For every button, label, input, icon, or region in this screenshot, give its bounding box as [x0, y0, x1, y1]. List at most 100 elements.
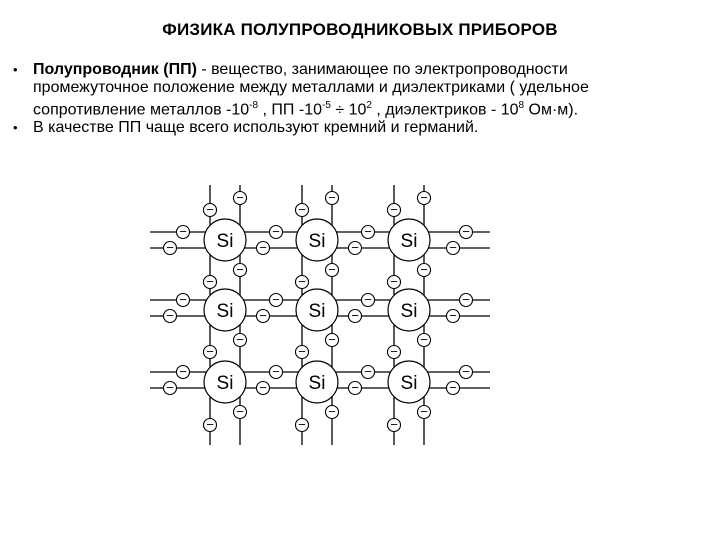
silicon-atom	[387, 288, 431, 332]
definition-line-3e: Ом·м).	[524, 101, 579, 119]
electron-marker	[202, 274, 218, 290]
electron-minus-sign: −	[449, 380, 457, 395]
electron-minus-sign: −	[259, 240, 267, 255]
electron-marker	[255, 380, 271, 396]
electron-marker	[268, 292, 284, 308]
electron-marker	[347, 308, 363, 324]
silicon-atom	[295, 218, 339, 262]
electron-minus-sign: −	[449, 308, 457, 323]
electron-minus-sign: −	[462, 364, 470, 379]
electron-marker	[268, 224, 284, 240]
electron-minus-sign: −	[351, 308, 359, 323]
electron-minus-sign: −	[390, 417, 398, 432]
electron-minus-sign: −	[206, 202, 214, 217]
electron-marker	[347, 240, 363, 256]
electron-marker	[458, 224, 474, 240]
electron-marker	[360, 224, 376, 240]
electron-minus-sign: −	[298, 274, 306, 289]
electron-minus-sign: −	[236, 404, 244, 419]
exponent-pp-high: 2	[366, 100, 372, 111]
electron-minus-sign: −	[236, 332, 244, 347]
silicon-atom-label: Si	[309, 301, 326, 322]
electron-minus-sign: −	[272, 292, 280, 307]
electron-minus-sign: −	[364, 364, 372, 379]
electron-marker	[162, 240, 178, 256]
electron-marker	[324, 262, 340, 278]
exponent-dielectrics: 8	[518, 100, 525, 111]
electron-marker	[232, 190, 248, 206]
electron-minus-sign: −	[420, 262, 428, 277]
electron-minus-sign: −	[328, 190, 336, 205]
slide-title: ФИЗИКА ПОЛУПРОВОДНИКОВЫХ ПРИБОРОВ	[162, 20, 558, 39]
electron-marker	[324, 404, 340, 420]
electron-minus-sign: −	[449, 240, 457, 255]
electron-marker	[255, 240, 271, 256]
electron-minus-sign: −	[259, 380, 267, 395]
electron-marker	[324, 332, 340, 348]
silicon-atom-label: Si	[309, 231, 326, 252]
electron-marker	[162, 308, 178, 324]
electron-minus-sign: −	[328, 332, 336, 347]
electron-marker	[268, 364, 284, 380]
bullet-marker: •	[13, 62, 18, 77]
definition-line-3c: ÷ 10	[330, 101, 367, 119]
electron-marker	[416, 262, 432, 278]
electron-minus-sign: −	[236, 190, 244, 205]
silicon-atom	[203, 360, 247, 404]
electron-minus-sign: −	[272, 224, 280, 239]
electron-marker	[458, 292, 474, 308]
bullet-item-silicon-germanium: • В качестве ПП чаще всего используют кр…	[13, 119, 710, 137]
electron-marker	[386, 417, 402, 433]
silicon-atom-label: Si	[309, 373, 326, 394]
electron-minus-sign: −	[364, 292, 372, 307]
electron-minus-sign: −	[236, 262, 244, 277]
electron-marker	[294, 344, 310, 360]
electron-minus-sign: −	[206, 417, 214, 432]
electron-marker	[175, 292, 191, 308]
definition-line-3d: , диэлектриков - 10	[371, 101, 519, 119]
electron-marker	[255, 308, 271, 324]
electron-marker	[294, 417, 310, 433]
electron-minus-sign: −	[390, 274, 398, 289]
electron-marker	[232, 332, 248, 348]
silicon-atom-label: Si	[401, 231, 418, 252]
electron-marker	[175, 224, 191, 240]
electron-minus-sign: −	[420, 332, 428, 347]
bullet-list: • Полупроводник (ПП) - вещество, занимаю…	[13, 61, 710, 137]
electron-marker	[416, 332, 432, 348]
electron-minus-sign: −	[351, 240, 359, 255]
definition-line-3b: , ПП -10	[258, 101, 322, 119]
electron-minus-sign: −	[259, 308, 267, 323]
silicon-atom	[203, 288, 247, 332]
electron-marker	[202, 417, 218, 433]
electron-minus-sign: −	[462, 224, 470, 239]
definition-line-1: - вещество, занимающее по электропроводн…	[196, 61, 568, 78]
electron-minus-sign: −	[328, 262, 336, 277]
electron-marker	[175, 364, 191, 380]
electron-minus-sign: −	[420, 404, 428, 419]
electron-minus-sign: −	[364, 224, 372, 239]
electron-minus-sign: −	[298, 344, 306, 359]
definition-line-3a: сопротивление металлов -10	[33, 101, 250, 119]
electron-marker	[294, 274, 310, 290]
electron-minus-sign: −	[179, 224, 187, 239]
electron-marker	[416, 404, 432, 420]
bullet-marker: •	[13, 120, 18, 136]
electron-marker	[202, 344, 218, 360]
silicon-atom	[295, 288, 339, 332]
electron-minus-sign: −	[328, 404, 336, 419]
bullet-text: В качестве ПП чаще всего используют крем…	[33, 119, 479, 137]
electron-marker	[324, 190, 340, 206]
electron-minus-sign: −	[420, 190, 428, 205]
electron-minus-sign: −	[298, 417, 306, 432]
electron-minus-sign: −	[298, 202, 306, 217]
electron-minus-sign: −	[206, 344, 214, 359]
electron-minus-sign: −	[206, 274, 214, 289]
electron-minus-sign: −	[179, 292, 187, 307]
electron-minus-sign: −	[390, 202, 398, 217]
definition-line-2: промежуточное положение между металлами …	[33, 79, 589, 96]
term-semiconductor: Полупроводник (ПП)	[33, 61, 197, 78]
electron-marker	[386, 274, 402, 290]
silicon-atom	[387, 360, 431, 404]
electron-marker	[202, 202, 218, 218]
